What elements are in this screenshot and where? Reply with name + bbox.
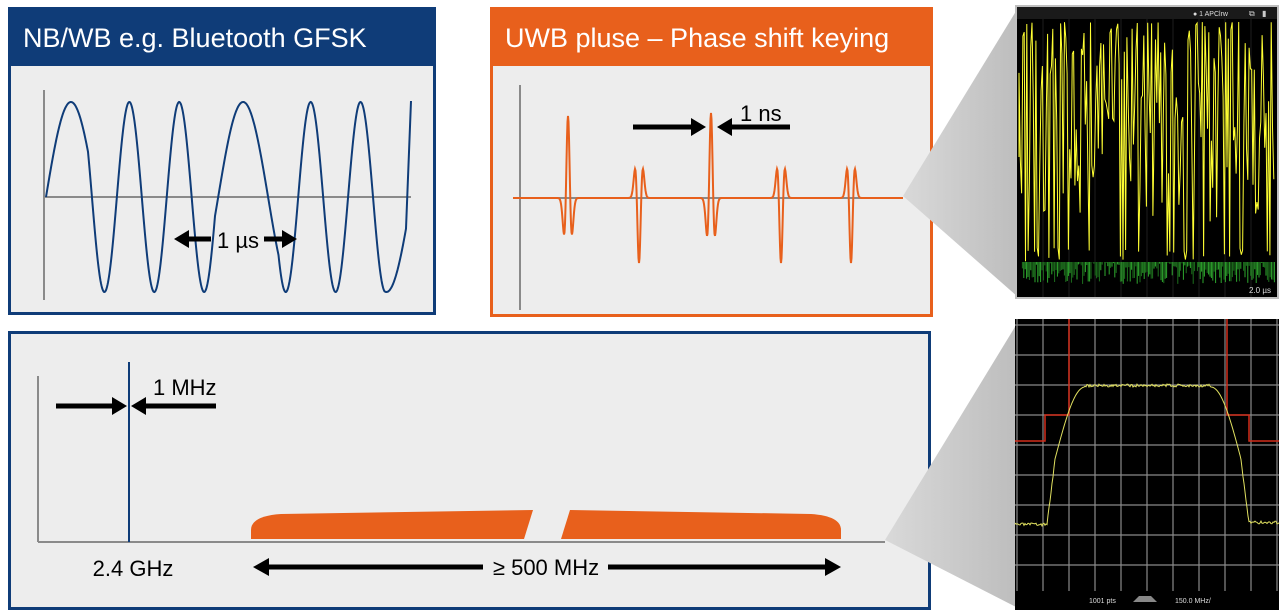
- trash-icon: ▮: [1262, 9, 1266, 18]
- uwb-time-arrows: [633, 118, 790, 136]
- span-marker-icon: [1133, 596, 1157, 602]
- narrowband-width-label: 1 MHz: [153, 375, 217, 400]
- time-scope-timescale: 2.0 µs: [1249, 286, 1271, 295]
- time-scope-display: ● 1 APClrw ⧉ ▮ 2.0 µs: [1017, 7, 1277, 297]
- time-scope-header-bar: [1017, 7, 1277, 19]
- yellow-trace: [1018, 21, 1275, 262]
- time-domain-scope: ● 1 APClrw ⧉ ▮ 2.0 µs: [1015, 5, 1279, 299]
- uwb-band-right: [561, 510, 841, 539]
- uwb-pulse-waveform: [513, 112, 903, 264]
- time-scope-header: ● 1 APClrw: [1193, 11, 1229, 18]
- green-trace: [1020, 262, 1275, 284]
- uwb-band-left: [251, 510, 533, 539]
- spectrum-diagram: 1 MHz 2.4 GHz ≥ 500 MHz: [37, 362, 885, 581]
- uwb-panel-title: UWB pluse – Phase shift keying: [493, 10, 930, 66]
- spectrum-trace: [1014, 383, 1280, 528]
- spectrum-scope-grid: [1015, 319, 1279, 596]
- uwb-diagram: 1 ns: [513, 85, 903, 310]
- spectrum-panel: 1 MHz 2.4 GHz ≥ 500 MHz: [8, 331, 931, 610]
- nb-panel-title: NB/WB e.g. Bluetooth GFSK: [11, 10, 433, 66]
- uwb-panel: UWB pluse – Phase shift keying 1 ns: [490, 7, 933, 317]
- nb-time-arrow: [174, 230, 297, 248]
- narrowband-width-arrows: [56, 397, 216, 415]
- nb-panel: NB/WB e.g. Bluetooth GFSK 1 µs: [8, 7, 436, 315]
- spectrum-scope: 1001 pts 150.0 MHz/: [1014, 319, 1280, 610]
- uwb-bandwidth-label: ≥ 500 MHz: [493, 555, 599, 580]
- spectrum-scope-display: 1001 pts 150.0 MHz/: [1014, 319, 1280, 610]
- spectrum-points-label: 1001 pts: [1089, 598, 1116, 605]
- spectrum-span-label: 150.0 MHz/: [1175, 598, 1211, 605]
- carrier-frequency-label: 2.4 GHz: [93, 556, 174, 581]
- nb-diagram: 1 µs: [43, 90, 412, 300]
- spectrum-limit-line: [1015, 319, 1279, 442]
- uwb-bandwidth-arrow: [253, 558, 841, 576]
- nb-time-label: 1 µs: [217, 228, 259, 253]
- window-icon: ⧉: [1249, 9, 1255, 18]
- gfsk-waveform: [45, 100, 412, 294]
- uwb-time-label: 1 ns: [740, 101, 782, 126]
